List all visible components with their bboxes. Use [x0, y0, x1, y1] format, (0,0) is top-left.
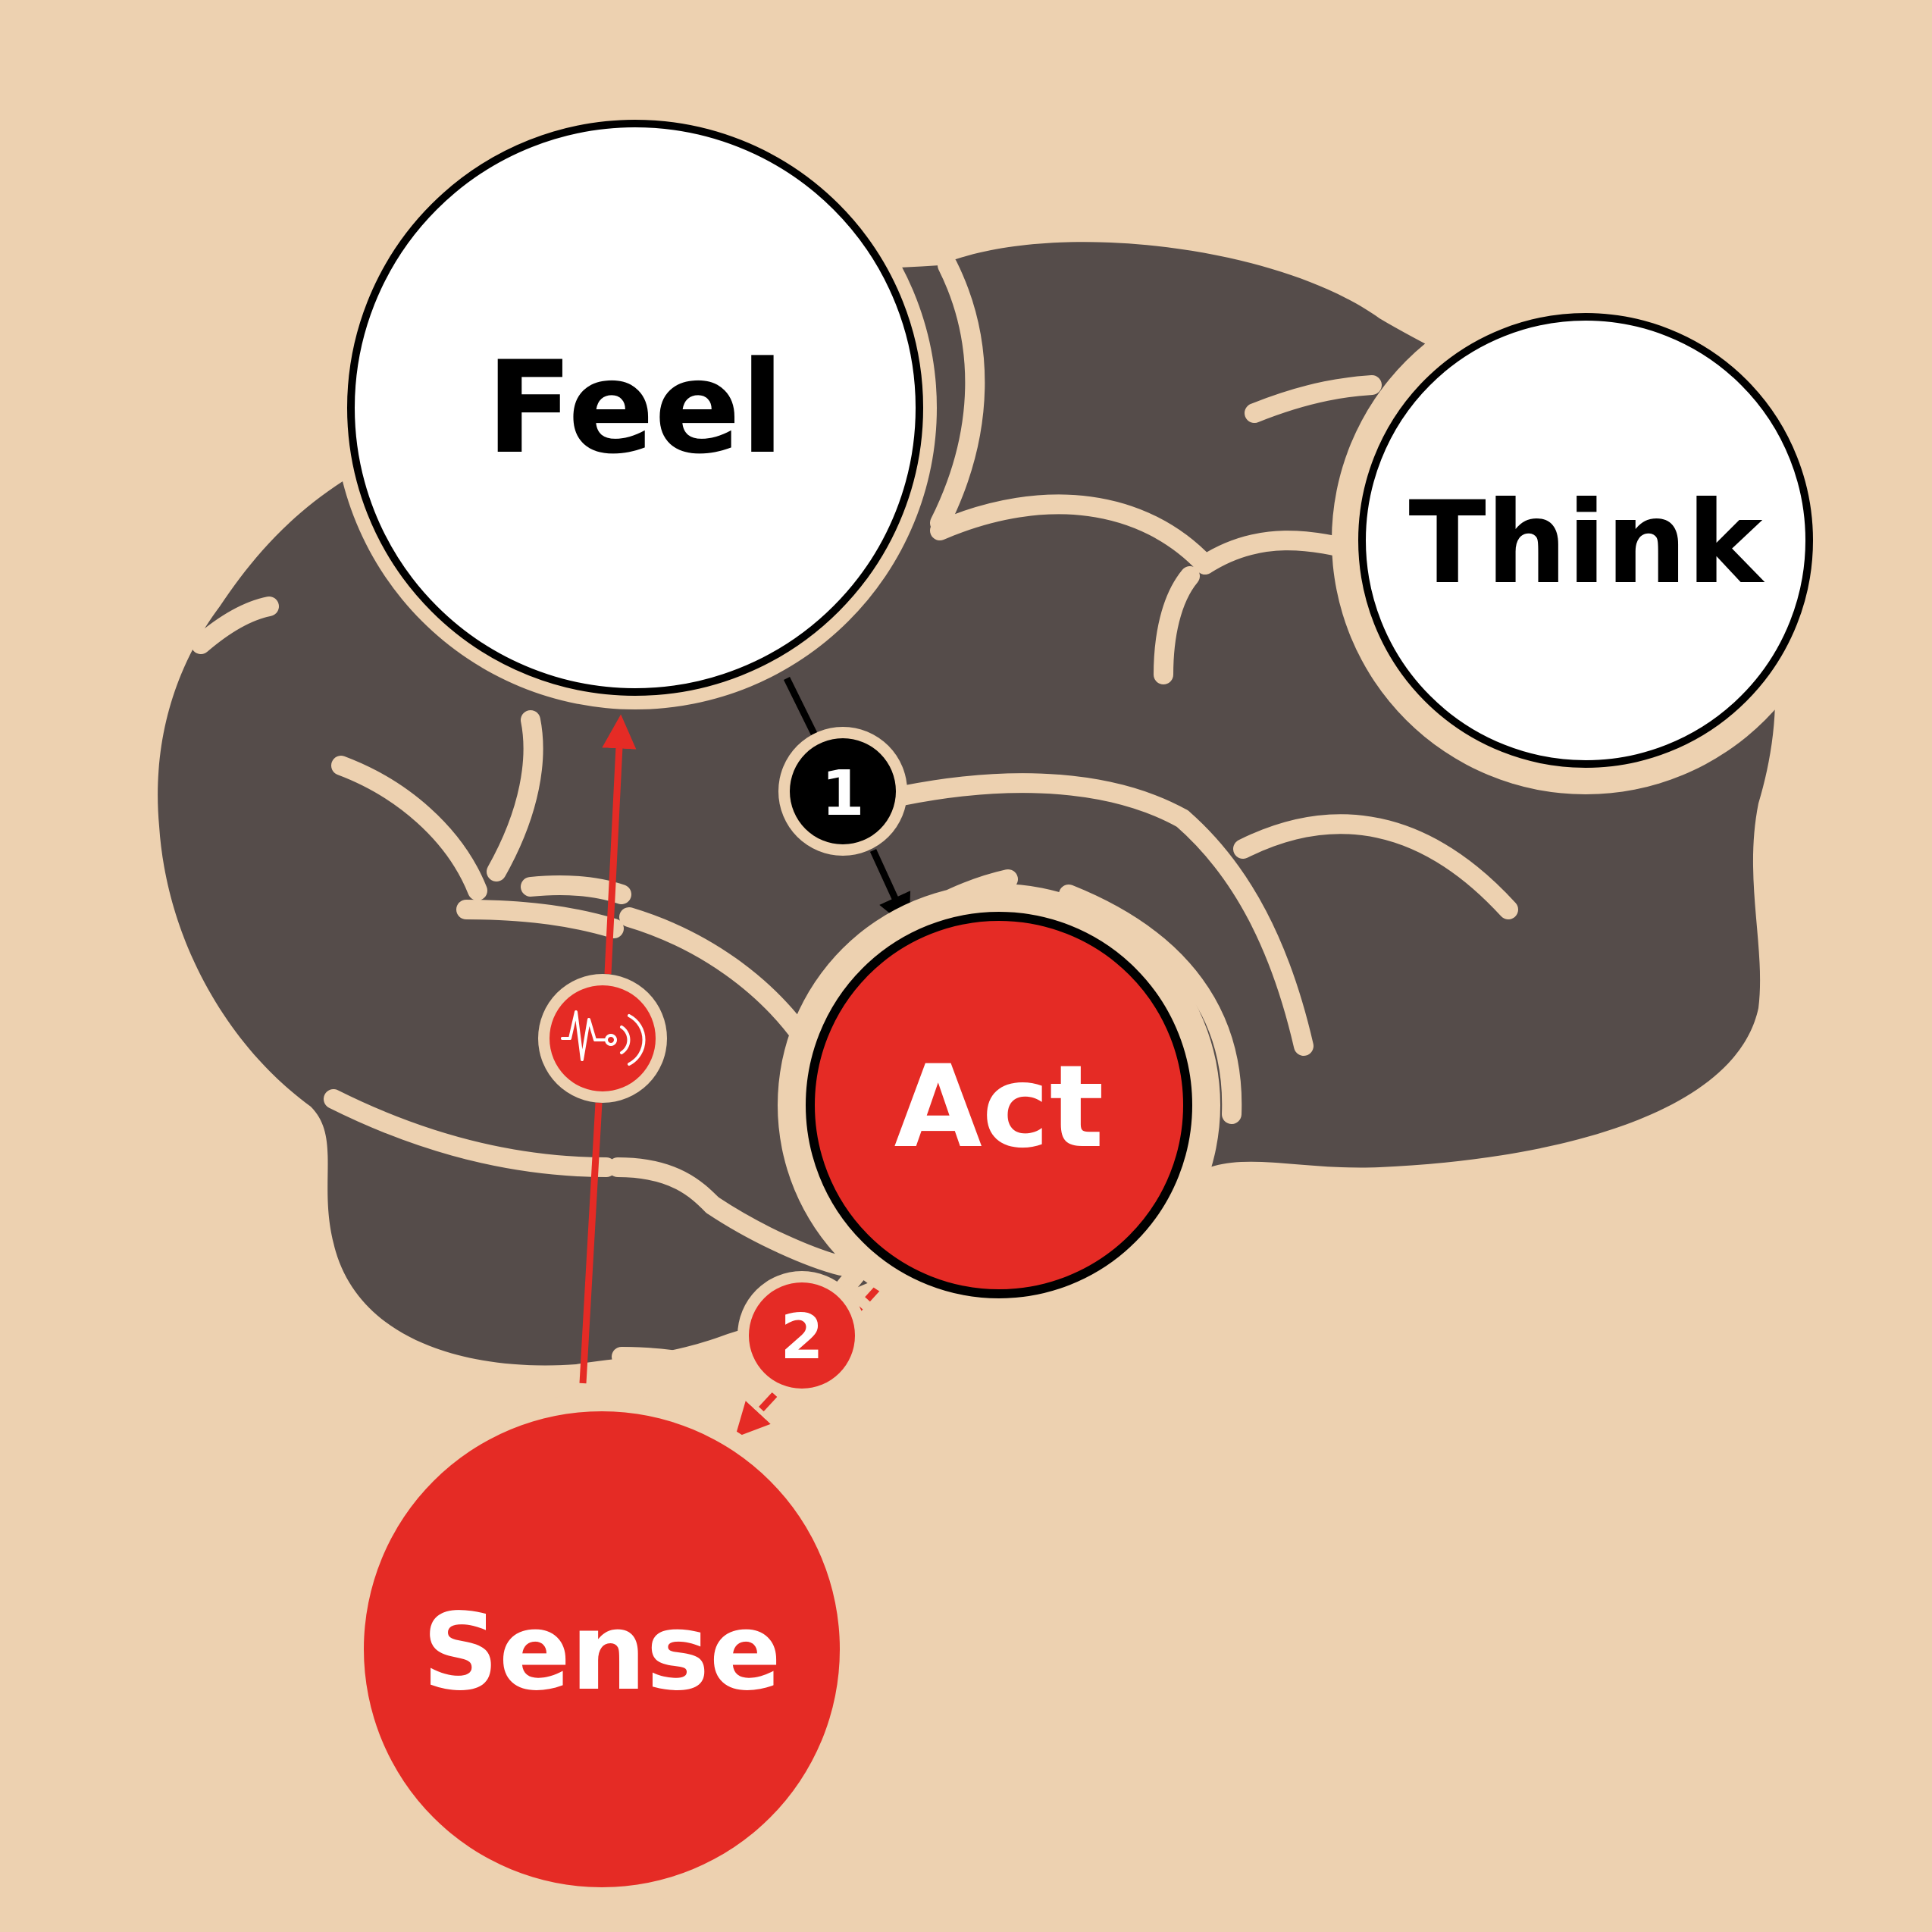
step1-badge[interactable]: 1 [778, 727, 907, 856]
heartbeat-signal-icon [561, 1010, 646, 1066]
think-label: Think [1408, 478, 1764, 609]
sense-to-feel-arrow-lower [579, 1102, 603, 1384]
feel-label: Feel [486, 333, 784, 482]
step1-to-act-arrow [869, 849, 911, 929]
think-node[interactable]: Think [1332, 287, 1840, 794]
step2-to-sense-dashed-arrow [734, 1392, 778, 1438]
feel-node[interactable]: Feel [333, 106, 937, 709]
act-label: Act [894, 1041, 1104, 1173]
act-node[interactable]: Act [778, 884, 1220, 1326]
sense-node[interactable]: Sense [346, 1393, 858, 1905]
step2-badge[interactable]: 2 [737, 1271, 866, 1400]
step2-number: 2 [780, 1301, 823, 1373]
step1-number: 1 [821, 758, 864, 830]
sense-label: Sense [422, 1591, 781, 1714]
signal-badge[interactable] [538, 974, 667, 1103]
feel-to-step1-arrow [783, 677, 819, 737]
signal-to-feel-arrow [602, 714, 637, 975]
connectors [579, 677, 911, 1438]
